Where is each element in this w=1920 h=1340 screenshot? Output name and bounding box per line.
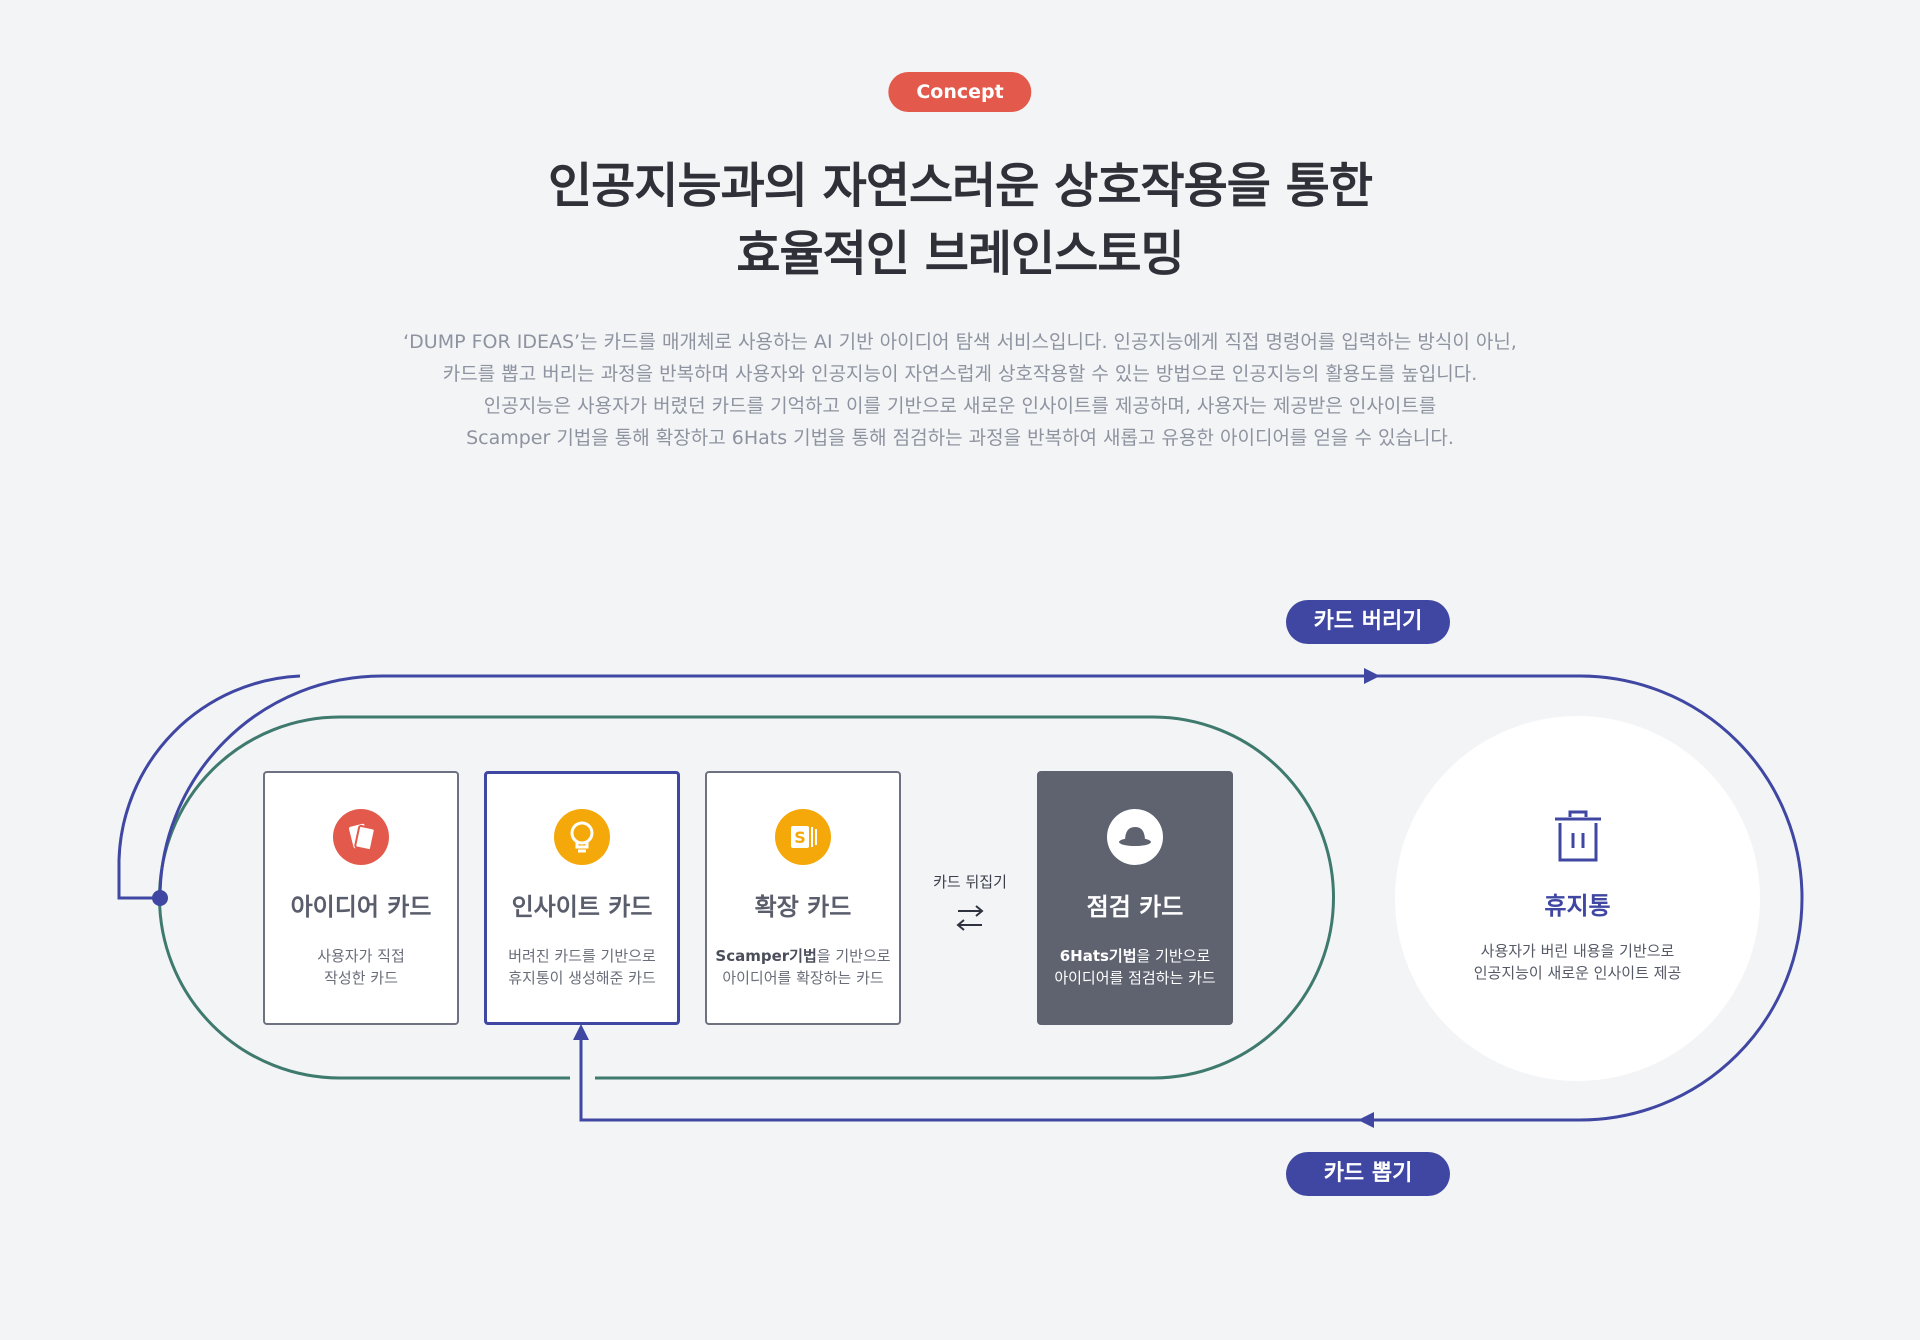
card-name: 아이디어 카드 (290, 893, 432, 921)
card-description: 사용자가 직접 작성한 카드 (317, 947, 405, 987)
discard-card-label: 카드 버리기 (1286, 600, 1450, 644)
card-name: 점검 카드 (1086, 893, 1184, 921)
insight-arrowhead (573, 1024, 589, 1040)
trash-icon (1551, 808, 1605, 868)
loop-stub (117, 674, 301, 900)
inner-track (158, 715, 1335, 1080)
title-line-1: 인공지능과의 자연스러운 상호작용을 통한 (547, 158, 1373, 214)
description-line: 인공지능은 사용자가 버렸던 카드를 기억하고 이를 기반으로 새로운 인사이트… (483, 395, 1437, 417)
description: ‘DUMP FOR IDEAS’는 카드를 매개체로 사용하는 AI 기반 아이… (0, 326, 1920, 454)
lightbulb-icon (554, 809, 610, 865)
scamper-icon: S (775, 809, 831, 865)
description-line: ‘DUMP FOR IDEAS’는 카드를 매개체로 사용하는 AI 기반 아이… (403, 331, 1517, 353)
flip-card-label: 카드 뒤집기 (933, 873, 1007, 891)
discard-path (158, 674, 1804, 1122)
hat-icon (1107, 809, 1163, 865)
insight-card[interactable]: 인사이트 카드 버려진 카드를 기반으로 휴지통이 생성해준 카드 (484, 771, 680, 1025)
card-description: Scamper기법을 기반으로 아이디어를 확장하는 카드 (715, 947, 891, 987)
card-description: 6Hats기법을 기반으로 아이디어를 점검하는 카드 (1054, 947, 1216, 987)
card-name: 인사이트 카드 (511, 893, 653, 921)
draw-card-label: 카드 뽑기 (1286, 1152, 1450, 1196)
card-description: 버려진 카드를 기반으로 휴지통이 생성해준 카드 (508, 947, 656, 987)
swap-arrows-icon (956, 905, 984, 931)
cards-icon (333, 809, 389, 865)
trash-name: 휴지통 (1544, 892, 1611, 920)
description-line: Scamper 기법을 통해 확장하고 6Hats 기법을 통해 점검하는 과정… (466, 427, 1454, 449)
draw-arrowhead (1358, 1112, 1374, 1128)
description-line: 카드를 뽑고 버리는 과정을 반복하며 사용자와 인공지능이 자연스럽게 상호작… (442, 363, 1478, 385)
check-card[interactable]: 점검 카드 6Hats기법을 기반으로 아이디어를 점검하는 카드 (1037, 771, 1233, 1025)
idea-card[interactable]: 아이디어 카드 사용자가 직접 작성한 카드 (263, 771, 459, 1025)
svg-text:S: S (794, 828, 806, 847)
discard-arrowhead (1364, 668, 1380, 684)
concept-badge: Concept (888, 72, 1032, 112)
title-line-2: 효율적인 브레인스토밍 (736, 226, 1184, 282)
trash-description: 사용자가 버린 내용을 기반으로 인공지능이 새로운 인사이트 제공 (1473, 942, 1682, 982)
card-name: 확장 카드 (754, 893, 852, 921)
trash-bin[interactable]: 휴지통 사용자가 버린 내용을 기반으로 인공지능이 새로운 인사이트 제공 (1395, 716, 1760, 1081)
page-title: 인공지능과의 자연스러운 상호작용을 통한 효율적인 브레인스토밍 (0, 152, 1920, 288)
expand-card[interactable]: S 확장 카드 Scamper기법을 기반으로 아이디어를 확장하는 카드 (705, 771, 901, 1025)
loop-start-dot (152, 890, 168, 906)
